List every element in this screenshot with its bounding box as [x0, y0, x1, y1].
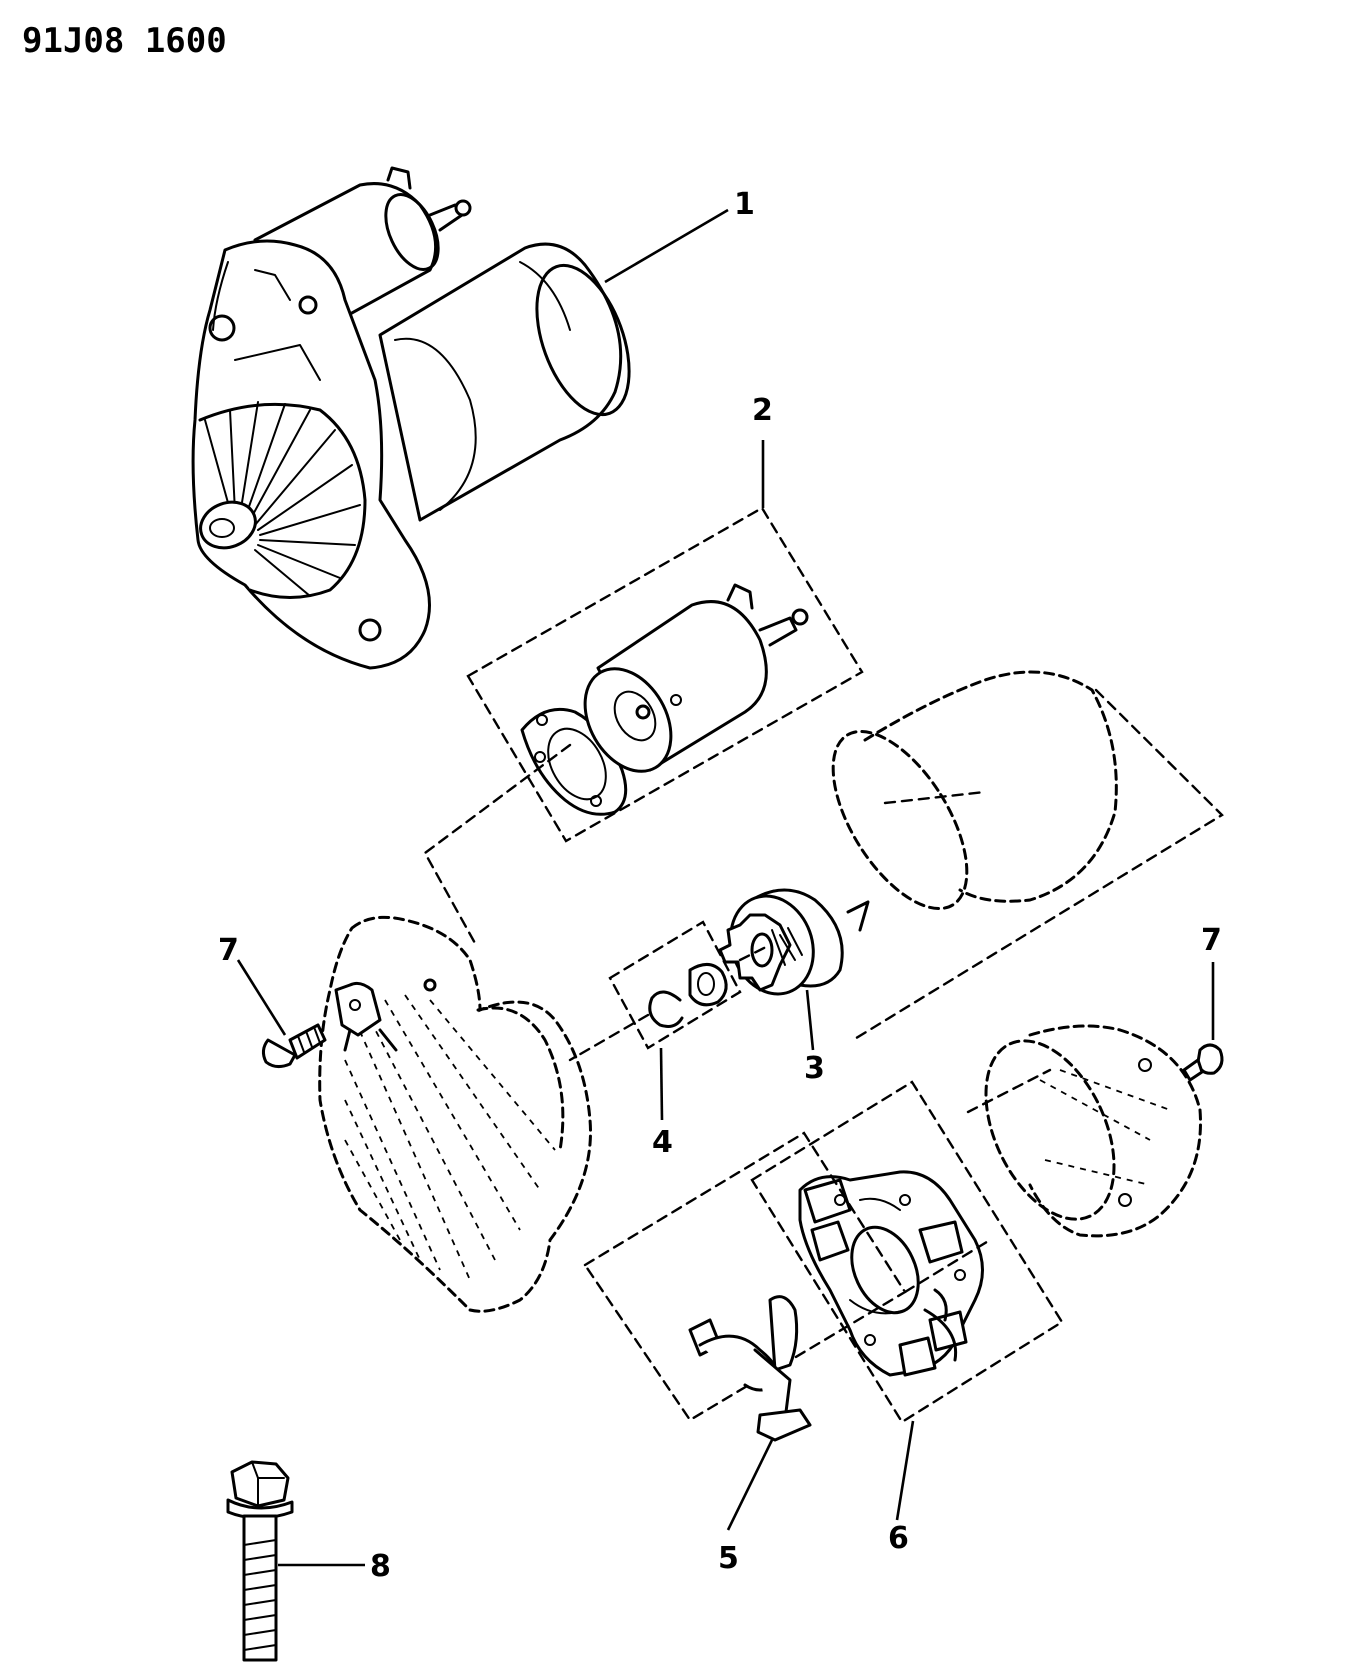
callout-2: 2 [752, 393, 773, 428]
leader-line-7-left [236, 959, 287, 1036]
yoke-connection-line [851, 688, 1224, 1042]
leader-line-4 [659, 1047, 664, 1121]
leader-line-6 [895, 1420, 915, 1521]
snap-ring [648, 963, 728, 1028]
yoke-axis-line [883, 790, 987, 805]
diagram-code: 91J08 1600 [22, 21, 227, 61]
solenoid-kit-box [466, 506, 864, 843]
leader-line-3 [805, 989, 815, 1051]
callout-8: 8 [370, 1549, 391, 1584]
callout-1: 1 [734, 187, 755, 222]
callout-4: 4 [652, 1125, 673, 1160]
callout-5: 5 [718, 1541, 739, 1576]
drive-pinion [718, 888, 870, 996]
frame-axis-line [966, 1068, 1052, 1114]
callout-7-left: 7 [218, 933, 239, 968]
commutator-end-frame-outline [984, 1024, 1202, 1238]
brush-holder-kit-box [750, 1080, 1064, 1424]
brush-set [688, 1295, 812, 1442]
through-screw-left [261, 1023, 327, 1069]
through-screw-right [1182, 1043, 1224, 1082]
solenoid [520, 583, 809, 816]
drive-end-housing-outline [318, 915, 592, 1313]
callout-3: 3 [804, 1051, 825, 1086]
callout-7-right: 7 [1201, 923, 1222, 958]
motor-yoke-outline [831, 670, 1118, 911]
brush-holder [798, 1170, 984, 1377]
retainer-kit-box [608, 920, 742, 1050]
leader-line-5 [726, 1439, 774, 1531]
retainer-axis-line [738, 943, 772, 962]
mounting-bolt [226, 1460, 294, 1662]
solenoid-connection-line [423, 743, 572, 947]
starter-motor-assembly [191, 166, 631, 670]
leader-line-1 [604, 208, 729, 284]
retainer-connection-line [568, 1013, 650, 1062]
brush-kit-connection-line [903, 1238, 992, 1294]
callout-6: 6 [888, 1521, 909, 1556]
